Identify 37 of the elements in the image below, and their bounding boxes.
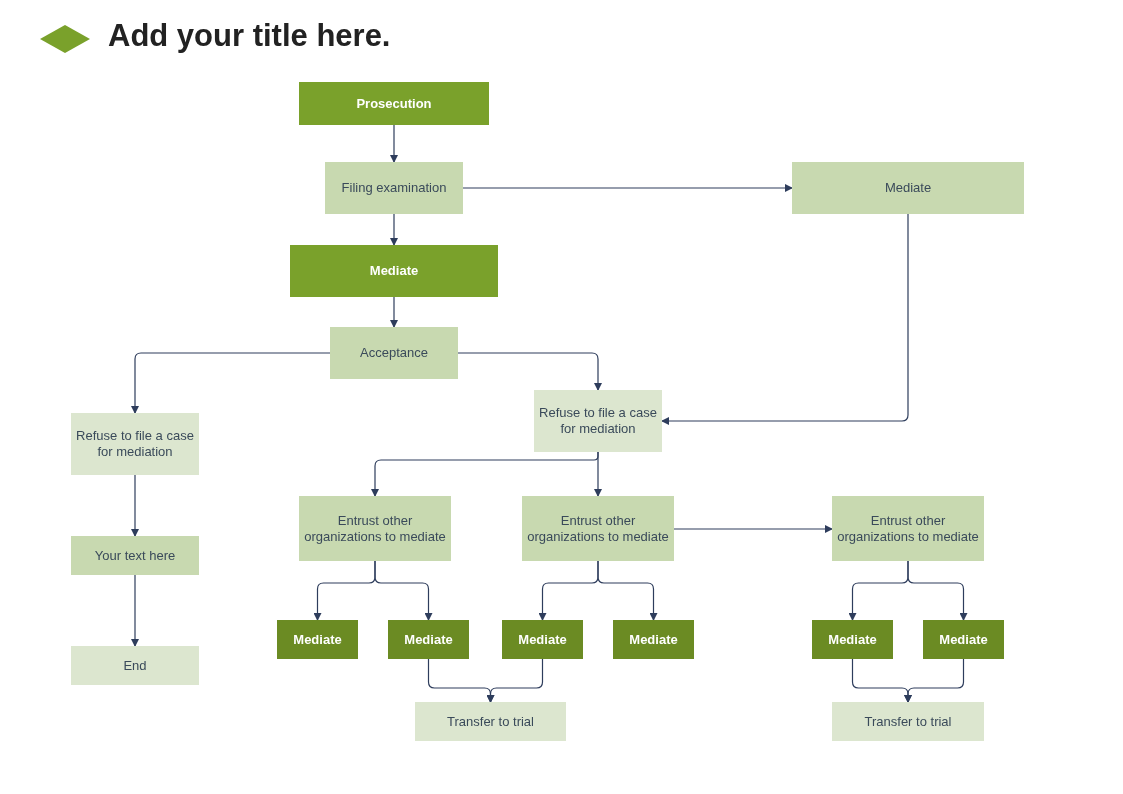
arrow (131, 574, 139, 647)
process-box: Mediate (812, 620, 893, 659)
process-box: Entrust other organizations to mediate (522, 496, 674, 561)
arrow (390, 124, 398, 163)
arrow (661, 213, 909, 425)
process-box: End (71, 646, 199, 685)
process-box: Entrust other organizations to mediate (299, 496, 451, 561)
arrow (673, 525, 833, 533)
arrow (131, 474, 139, 537)
arrow (904, 658, 965, 703)
process-box: Mediate (290, 245, 498, 297)
process-box: Acceptance (330, 327, 458, 379)
process-box: Mediate (388, 620, 469, 659)
process-box: Mediate (613, 620, 694, 659)
process-box: Mediate (923, 620, 1004, 659)
process-box: Refuse to file a case for mediation (534, 390, 662, 452)
arrow (462, 184, 793, 192)
process-box: Prosecution (299, 82, 489, 125)
arrow (907, 560, 968, 621)
process-box: Mediate (277, 620, 358, 659)
process-box: Filing examination (325, 162, 463, 214)
process-box: Refuse to file a case for mediation (71, 413, 199, 475)
process-box: Mediate (792, 162, 1024, 214)
process-box: Entrust other organizations to mediate (832, 496, 984, 561)
arrow (486, 658, 544, 703)
arrow (597, 560, 658, 621)
process-box: Mediate (502, 620, 583, 659)
title: Add your title here. (108, 18, 391, 54)
arrow (390, 213, 398, 246)
arrow (457, 352, 602, 391)
process-box: Transfer to trial (832, 702, 984, 741)
process-box: Transfer to trial (415, 702, 566, 741)
arrow (594, 451, 602, 497)
arrow (390, 296, 398, 328)
process-box: Your text here (71, 536, 199, 575)
arrow (131, 352, 331, 414)
arrow (374, 560, 433, 621)
